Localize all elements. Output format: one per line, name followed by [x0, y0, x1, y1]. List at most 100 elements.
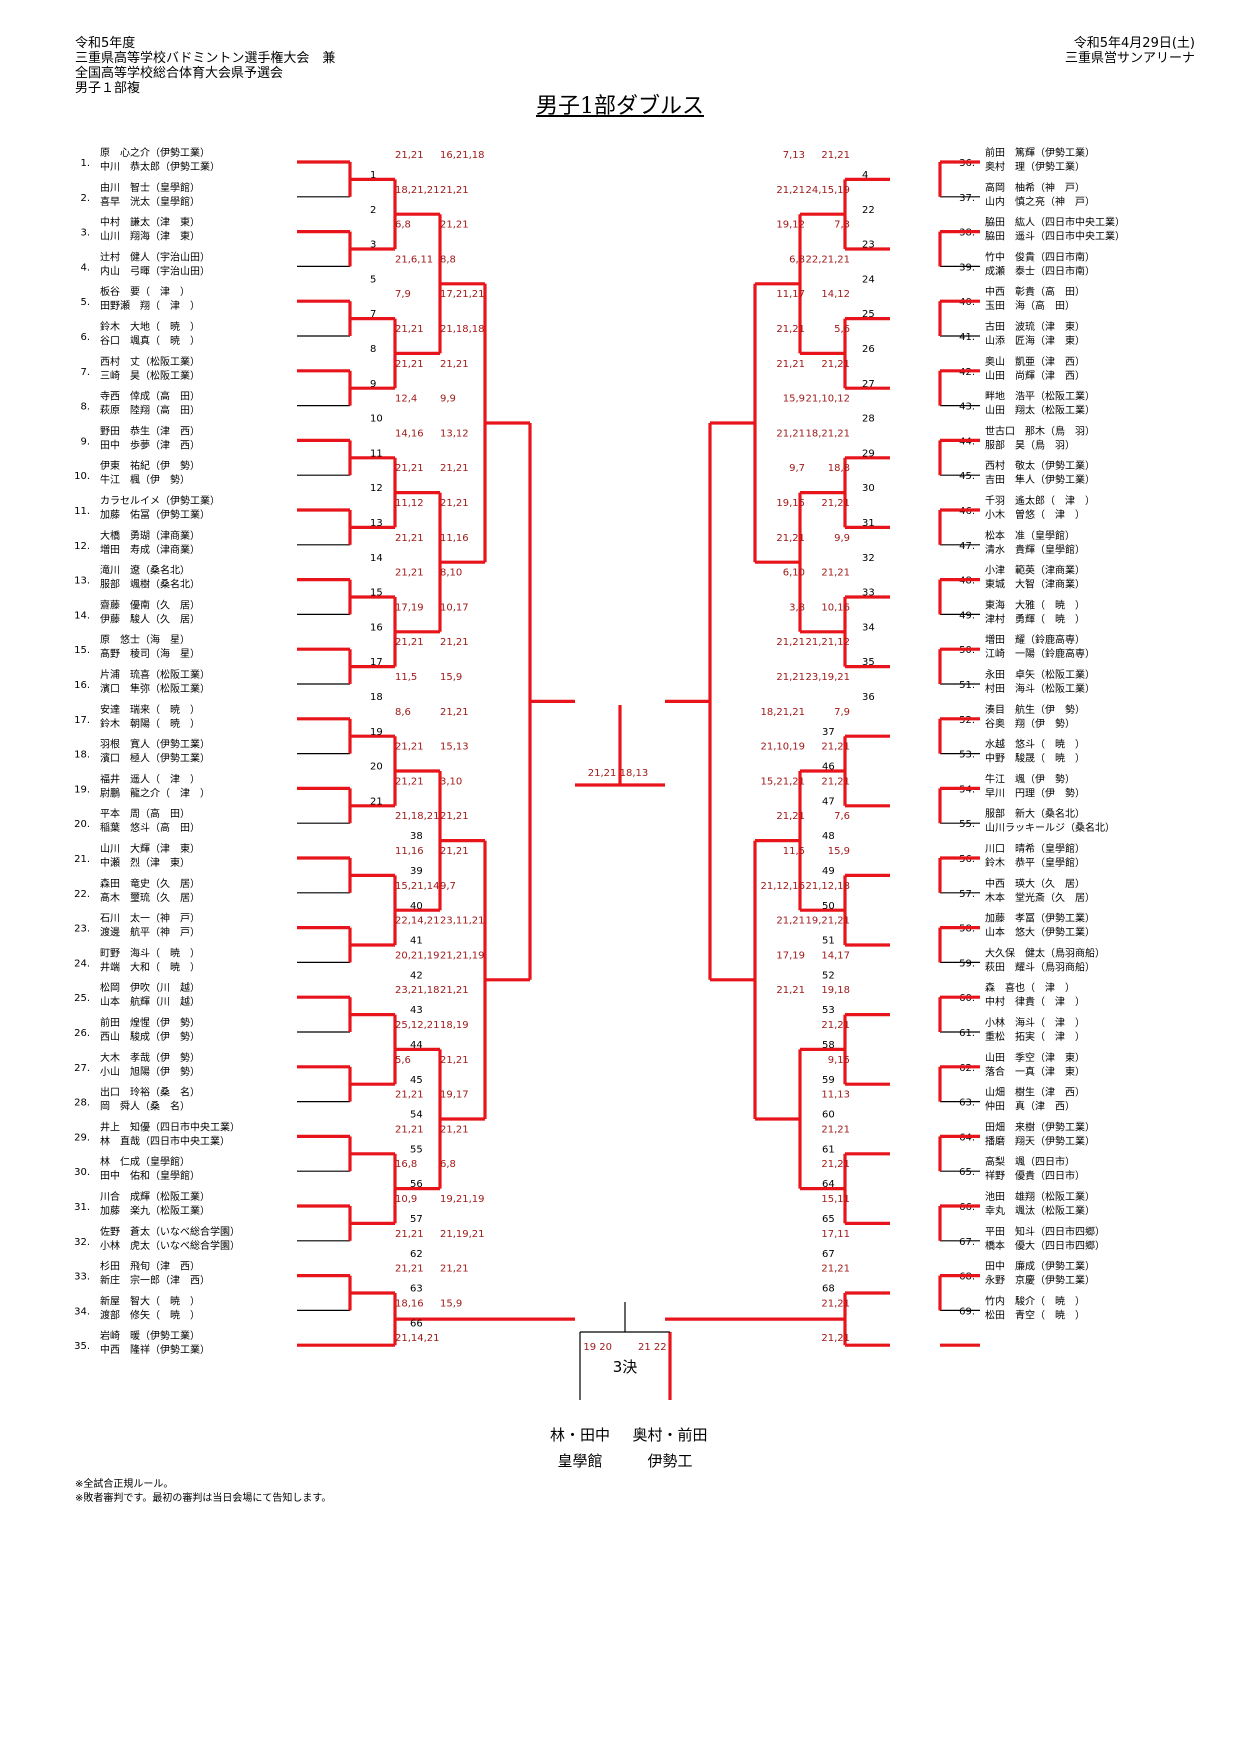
player-name: 山本 航輝（川 越）	[100, 995, 200, 1008]
match-number: 52	[822, 970, 835, 981]
player-name: 安達 瑞来（ 暁 ）	[100, 703, 200, 716]
match-number: 41	[410, 936, 423, 947]
match-number: 31	[862, 518, 875, 529]
player-name: 服部 昊（鳥 羽）	[985, 438, 1075, 451]
match-score: 21,18,18	[440, 324, 485, 335]
match-score: 18,8	[828, 463, 850, 474]
match-number: 58	[822, 1040, 835, 1051]
match-score: 11,16	[395, 846, 424, 857]
player-name: 辻村 健人（宇治山田）	[100, 250, 210, 263]
match-number: 48	[822, 831, 835, 842]
match-score: 5,6	[395, 1055, 411, 1066]
player-name: 萩田 耀斗（鳥羽商船）	[985, 960, 1095, 973]
player-name: 奥村 理（伊勢工業）	[985, 160, 1085, 173]
player-name: 中村 律貴（ 津 ）	[985, 995, 1085, 1008]
player-name: 服部 颯樹（桑名北）	[100, 578, 200, 591]
match-score: 15,9	[828, 846, 850, 857]
match-score: 23,11,21	[440, 916, 485, 927]
entry-seed: 24.	[74, 958, 90, 969]
match-number: 63	[410, 1284, 423, 1295]
player-name: 川合 成輝（松阪工業）	[100, 1190, 210, 1203]
player-name: 中川 恭太郎（伊勢工業）	[100, 160, 220, 173]
match-score: 21,21	[440, 707, 469, 718]
player-name: 中西 瑛大（久 居）	[985, 877, 1085, 890]
entry-seed: 9.	[80, 436, 90, 447]
match-number: 60	[822, 1110, 835, 1121]
player-name: 吉田 隼人（伊勢工業）	[985, 473, 1095, 486]
match-score: 21,21	[821, 359, 850, 370]
entry-seed: 49.	[959, 610, 975, 621]
entry-seed: 47.	[959, 541, 975, 552]
match-score: 21,12,16	[760, 881, 805, 892]
entry-seed: 61.	[959, 1028, 975, 1039]
match-score: 9,9	[440, 394, 456, 405]
match-number: 55	[410, 1144, 423, 1155]
match-score: 21,21	[440, 1124, 469, 1135]
match-number: 64	[822, 1179, 835, 1190]
header-line: 令和5年度	[75, 36, 136, 51]
player-name: 前田 篤輝（伊勢工業）	[985, 146, 1095, 159]
match-score: 14,17	[821, 950, 850, 961]
match-score: 21,21	[776, 533, 805, 544]
match-score: 21,21	[821, 568, 850, 579]
match-score: 15,11	[821, 1194, 850, 1205]
footnote: ※全試合正規ルール。	[75, 1479, 174, 1490]
match-number: 37	[822, 727, 835, 738]
match-number: 49	[822, 866, 835, 877]
match-number: 45	[410, 1075, 423, 1086]
header-left: 令和5年度 三重県高等学校バドミントン選手権大会 兼 全国高等学校総合体育大会県…	[75, 36, 335, 96]
entry-seed: 7.	[80, 367, 90, 378]
match-score: 21,21	[821, 776, 850, 787]
match-number: 11	[370, 448, 383, 459]
entry-seed: 1.	[80, 158, 90, 169]
third-place-score: 21 22	[638, 1342, 667, 1353]
match-score: 21,21	[440, 1264, 469, 1275]
player-name: 池田 雄翔（松阪工業）	[985, 1190, 1095, 1203]
match-score: 21,21,12	[805, 637, 850, 648]
third-place-score: 19 20	[583, 1342, 612, 1353]
match-score: 21,21	[395, 637, 424, 648]
footnotes: ※全試合正規ルール。 ※敗者審判です。最初の審判は当日会場にて告知します。	[75, 1478, 331, 1506]
match-score: 5,6	[834, 324, 850, 335]
match-score: 19,21,19	[440, 1194, 485, 1205]
match-number: 59	[822, 1075, 835, 1086]
player-name: 山本 悠大（伊勢工業）	[985, 926, 1095, 939]
match-score: 21,21	[395, 150, 424, 161]
player-name: 松田 青空（ 暁 ）	[985, 1308, 1085, 1321]
player-name: 田中 佑和（皇學館）	[100, 1169, 200, 1182]
player-name: 加藤 楽九（松阪工業）	[100, 1204, 210, 1217]
match-score: 8,8	[440, 254, 456, 265]
player-name: 岩崎 暖（伊勢工業）	[100, 1329, 200, 1342]
match-score: 8,10	[440, 568, 462, 579]
match-number: 23	[862, 240, 875, 251]
player-name: 原 悠士（海 星）	[100, 633, 190, 646]
match-number: 38	[410, 831, 423, 842]
player-name: 中野 駿晟（ 暁 ）	[985, 752, 1085, 765]
match-number: 19	[370, 727, 383, 738]
player-name: 江崎 一陽（鈴鹿高専）	[985, 647, 1095, 660]
match-number: 2	[370, 205, 376, 216]
player-name: 牛江 颯（伊 勢）	[985, 772, 1075, 785]
match-score: 21,21	[440, 637, 469, 648]
footnote: ※敗者審判です。最初の審判は当日会場にて告知します。	[75, 1493, 332, 1504]
entry-seed: 6.	[80, 332, 90, 343]
match-score: 6,10	[783, 568, 805, 579]
entry-seed: 11.	[74, 506, 90, 517]
match-score: 21,21	[395, 533, 424, 544]
match-number: 62	[410, 1249, 423, 1260]
player-name: 中瀬 烈（津 東）	[100, 856, 190, 869]
player-name: 玉田 海（高 田）	[985, 299, 1075, 312]
player-name: 成瀬 泰士（四日市南）	[985, 264, 1095, 277]
match-score: 10,17	[440, 602, 469, 613]
match-score: 21,12,18	[805, 881, 850, 892]
player-name: 平田 知斗（四日市四郷）	[985, 1225, 1105, 1238]
match-number: 18	[370, 692, 383, 703]
match-score: 11,13	[821, 1090, 850, 1101]
player-name: 井上 知優（四日市中央工業）	[100, 1120, 240, 1133]
match-number: 50	[822, 901, 835, 912]
match-score: 11,12	[395, 498, 424, 509]
match-score: 6,8	[395, 220, 411, 231]
player-name: 永野 京慶（伊勢工業）	[985, 1274, 1095, 1287]
entry-seed: 43.	[959, 402, 975, 413]
